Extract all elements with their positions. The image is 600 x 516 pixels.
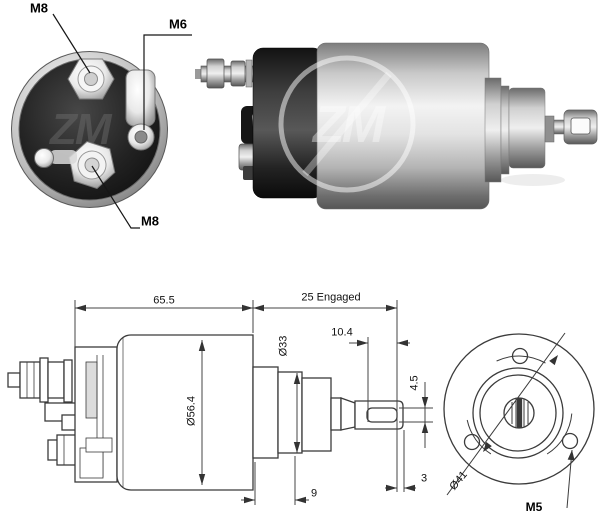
leader-lines <box>52 13 192 229</box>
label-m6: M6 <box>168 16 188 32</box>
label-m8-bottom: M8 <box>140 213 160 229</box>
solenoid-cap-face: ZM <box>11 51 168 208</box>
label-m8-top: M8 <box>29 0 49 16</box>
dim-body-diameter: Ø56.4 <box>185 396 198 426</box>
dim-travel: 10.4 <box>331 326 353 339</box>
mount-hole-right <box>561 432 579 450</box>
photo-nose <box>484 77 567 186</box>
mount-end-view <box>443 332 595 509</box>
dimension-arrows <box>75 304 429 504</box>
terminal-m6 <box>125 69 156 151</box>
zm-watermark-photo: ZM <box>278 55 416 193</box>
dim-boss-diameter: Ø33 <box>277 335 290 357</box>
side-view-outline <box>7 334 404 491</box>
svg-text:ZM: ZM <box>311 96 387 154</box>
zm-watermark-face: ZM <box>48 105 113 154</box>
dim-body-length: 65.5 <box>153 294 175 307</box>
photo-fork-eye <box>563 109 598 145</box>
product-photo: ZM <box>195 42 598 210</box>
rivet <box>34 148 77 168</box>
terminal-end-view: ZM <box>11 13 192 229</box>
terminal-m8-top <box>67 58 115 100</box>
solenoid-photo: ZM <box>195 42 598 210</box>
dim-fork-slot: 4.5 <box>408 375 421 391</box>
dimension-drawing <box>7 300 595 509</box>
mount-view-arrows <box>483 355 575 461</box>
terminal-m8-bottom <box>68 140 116 190</box>
label-m5-thread: M5 <box>525 500 543 514</box>
dim-engaged: 25 Engaged <box>301 291 361 304</box>
dim-boss-length: 9 <box>310 487 318 500</box>
dim-tip-offset: 3 <box>420 472 428 485</box>
